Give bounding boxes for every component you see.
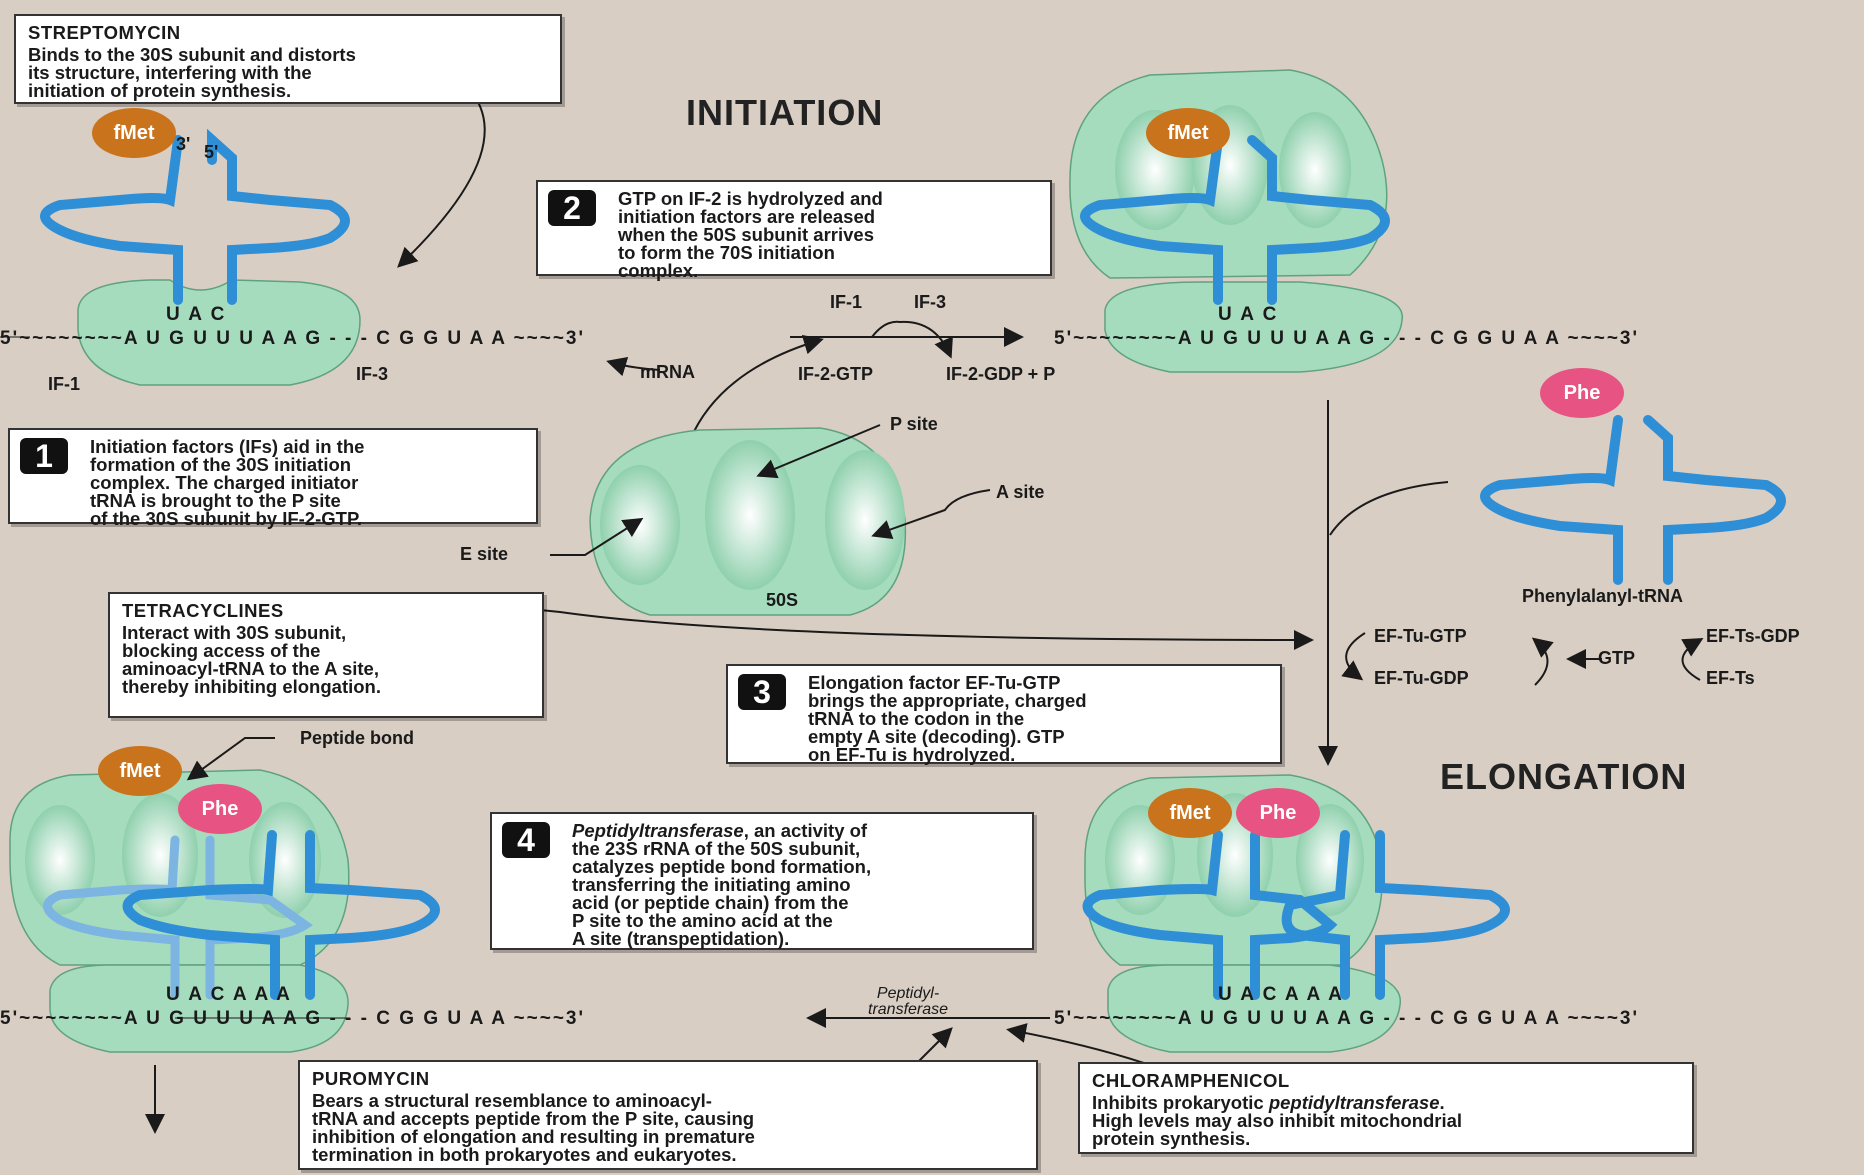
label-if2gdp: IF-2-GDP + P bbox=[946, 364, 1055, 385]
mrna-top-right: 5'~~~~~~~~A U G U U U A A G - - - C G G … bbox=[1054, 328, 1639, 350]
chloramphenicol-text: Inhibits prokaryotic peptidyltransferase… bbox=[1092, 1094, 1680, 1148]
step2-number: 2 bbox=[548, 190, 596, 226]
ef-cycle-left bbox=[1346, 633, 1365, 678]
streptomycin-arrow bbox=[400, 90, 485, 265]
anticodon-bottom-left: U A C A A A bbox=[166, 984, 292, 1006]
label-ef-ts-gdp: EF-Ts-GDP bbox=[1706, 626, 1800, 647]
ribosome-70s-initiation bbox=[1070, 70, 1402, 372]
anticodon-bottom-right: U A C A A A bbox=[1218, 984, 1344, 1006]
step1-text: Initiation factors (IFs) aid in the form… bbox=[90, 438, 524, 528]
step1-number: 1 bbox=[20, 438, 68, 474]
step1-box: 1 Initiation factors (IFs) aid in the fo… bbox=[8, 428, 538, 524]
phe-bubble-bottom-right: Phe bbox=[1236, 788, 1320, 838]
label-ef-tu-gtp: EF-Tu-GTP bbox=[1374, 626, 1467, 647]
trna-initiator bbox=[45, 140, 345, 300]
label-if3: IF-3 bbox=[356, 364, 388, 385]
puromycin-header: PUROMYCIN bbox=[312, 1070, 1024, 1088]
label-3prime: 3' bbox=[176, 134, 190, 155]
title-initiation: INITIATION bbox=[686, 92, 883, 134]
label-peptidyl-transferase: Peptidyl- transferase bbox=[868, 986, 948, 1018]
step3-number: 3 bbox=[738, 674, 786, 710]
label-if3-top: IF-3 bbox=[914, 292, 946, 313]
phe-bubble-bottom-left: Phe bbox=[178, 784, 262, 834]
step4-text: Peptidyltransferase, an activity of the … bbox=[572, 822, 1020, 948]
streptomycin-header: STREPTOMYCIN bbox=[28, 24, 548, 42]
step2-text: GTP on IF-2 is hydrolyzed and initiation… bbox=[618, 190, 1038, 280]
fmet-bubble-top-right: fMet bbox=[1146, 108, 1230, 158]
label-50s: 50S bbox=[766, 590, 798, 611]
step3-box: 3 Elongation factor EF-Tu-GTP brings the… bbox=[726, 664, 1282, 764]
label-if1: IF-1 bbox=[48, 374, 80, 395]
step2-box: 2 GTP on IF-2 is hydrolyzed and initiati… bbox=[536, 180, 1052, 276]
step4-number: 4 bbox=[502, 822, 550, 858]
anticodon-top-right: U A C bbox=[1218, 304, 1278, 326]
step4-box: 4 Peptidyltransferase, an activity of th… bbox=[490, 812, 1034, 950]
mrna-top-left: 5'~~~~~~~~A U G U U U A A G - - - C G G … bbox=[0, 328, 585, 350]
label-ef-ts: EF-Ts bbox=[1706, 668, 1755, 689]
label-peptide-bond: Peptide bond bbox=[300, 728, 414, 749]
streptomycin-text: Binds to the 30S subunit and distorts it… bbox=[28, 46, 548, 100]
label-if2gtp: IF-2-GTP bbox=[798, 364, 873, 385]
fmet-bubble-bottom-left: fMet bbox=[98, 746, 182, 796]
label-p-site: P site bbox=[890, 414, 938, 435]
phe-bubble-right: Phe bbox=[1540, 368, 1624, 418]
puromycin-text: Bears a structural resemblance to aminoa… bbox=[312, 1092, 1024, 1164]
trna-phenylalanyl bbox=[1485, 420, 1781, 580]
mrna-bottom-right-seq: 5'~~~~~~~~A U G U U U A A G - - - C G G … bbox=[1054, 1008, 1639, 1030]
label-5prime: 5' bbox=[204, 142, 218, 163]
label-phenylalanyl: Phenylalanyl-tRNA bbox=[1522, 586, 1683, 607]
chloramphenicol-header: CHLORAMPHENICOL bbox=[1092, 1072, 1680, 1090]
label-e-site: E site bbox=[460, 544, 508, 565]
puromycin-box: PUROMYCIN Bears a structural resemblance… bbox=[298, 1060, 1038, 1170]
label-a-site: A site bbox=[996, 482, 1044, 503]
step3-text: Elongation factor EF-Tu-GTP brings the a… bbox=[808, 674, 1268, 764]
tetracyclines-box: TETRACYCLINES Interact with 30S subunit,… bbox=[108, 592, 544, 718]
fmet-bubble-bottom-right: fMet bbox=[1148, 788, 1232, 838]
step4-body: , an activity of the 23S rRNA of the 50S… bbox=[572, 820, 871, 949]
label-ef-tu-gdp: EF-Tu-GDP bbox=[1374, 668, 1469, 689]
ef-cycle-mid bbox=[1535, 640, 1548, 685]
ef-cycle-right bbox=[1683, 640, 1701, 680]
label-gtp: GTP bbox=[1598, 648, 1635, 669]
arrow-if-release bbox=[872, 322, 950, 355]
tetracyclines-header: TETRACYCLINES bbox=[122, 602, 530, 620]
phe-trna-join bbox=[1330, 482, 1448, 535]
streptomycin-box: STREPTOMYCIN Binds to the 30S subunit an… bbox=[14, 14, 562, 104]
tetracyclines-text: Interact with 30S subunit, blocking acce… bbox=[122, 624, 530, 696]
mrna-bottom-left-seq: 5'~~~~~~~~A U G U U U A A G - - - C G G … bbox=[0, 1008, 585, 1030]
label-if1-top: IF-1 bbox=[830, 292, 862, 313]
fmet-bubble-top-left: fMet bbox=[92, 108, 176, 158]
arrow-50s-arrival bbox=[690, 340, 820, 440]
title-elongation: ELONGATION bbox=[1440, 756, 1687, 798]
anticodon-top-left: U A C bbox=[166, 304, 226, 326]
chloramphenicol-box: CHLORAMPHENICOL Inhibits prokaryotic pep… bbox=[1078, 1062, 1694, 1154]
label-mrna: mRNA bbox=[640, 362, 695, 383]
